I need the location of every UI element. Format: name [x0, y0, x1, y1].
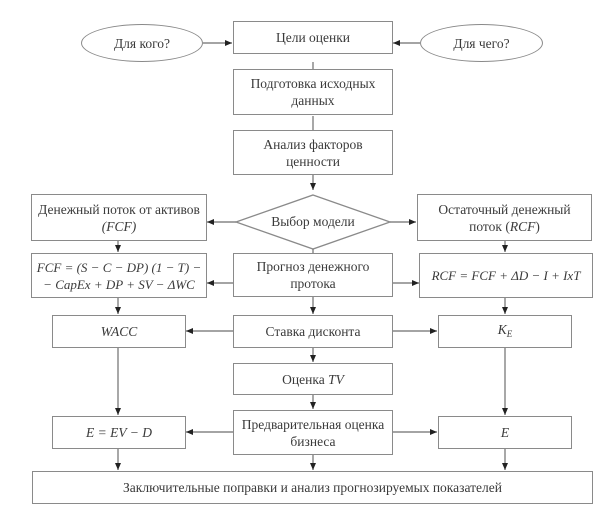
model-choice-label-wrap: Выбор модели	[250, 210, 376, 234]
equity-box: E	[438, 416, 572, 449]
rcf-title-line1: Остаточный денежный	[438, 201, 571, 217]
wacc-box: WACC	[52, 315, 186, 348]
fcf-formula-box: FCF = (S − C − DP) (1 − T) − − CapEx + D…	[31, 253, 207, 298]
forecast-label-line2: протока	[290, 276, 336, 291]
fcf-title-line1: Денежный поток от активов	[38, 201, 200, 217]
factors-label-line2: ценности	[286, 153, 340, 169]
tv-box: Оценка TV	[233, 363, 393, 395]
for-what-ellipse: Для чего?	[420, 24, 543, 62]
for-whom-ellipse: Для кого?	[81, 24, 203, 62]
wacc-label: WACC	[100, 324, 138, 339]
goals-label: Цели оценки	[275, 30, 351, 45]
factors-box: Анализ факторов ценности	[233, 130, 393, 175]
discount-rate-box: Ставка дисконта	[233, 315, 393, 348]
factors-label-line1: Анализ факторов	[263, 136, 363, 152]
rcf-title-box: Остаточный денежный поток (RCF)	[417, 194, 592, 241]
fcf-formula-line2: − CapEx + DP + SV − ΔWC	[43, 276, 195, 292]
prelim-label-line2: бизнеса	[290, 433, 336, 449]
prelim-box: Предварительная оценка бизнеса	[233, 410, 393, 455]
for-whom-label: Для кого?	[113, 35, 171, 51]
rcf-formula-box: RCF = FCF + ΔD − I + IxT	[419, 253, 593, 298]
discount-rate-label: Ставка дисконта	[265, 324, 361, 339]
for-what-label: Для чего?	[453, 35, 510, 51]
prep-label-line1: Подготовка исходных	[250, 76, 376, 91]
tv-label-symbol: TV	[328, 371, 344, 387]
final-box: Заключительные поправки и анализ прогноз…	[32, 471, 593, 504]
rcf-title-line2-symbol: RCF	[509, 218, 536, 234]
ke-subscript: E	[506, 328, 513, 339]
prep-box: Подготовка исходных данных	[233, 69, 393, 115]
ke-box: KE	[438, 315, 572, 348]
goals-box: Цели оценки	[233, 21, 393, 54]
equity-formula-box: E = EV − D	[52, 416, 186, 449]
equity-label: E	[500, 425, 510, 440]
equity-formula-label: E = EV − D	[86, 425, 152, 440]
rcf-title-line2: поток (RCF)	[469, 218, 540, 235]
fcf-formula-line1: FCF = (S − C − DP) (1 − T) −	[36, 259, 202, 275]
fcf-title-box: Денежный поток от активов (FCF)	[31, 194, 207, 241]
ke-label: KE	[498, 321, 513, 343]
forecast-label-line1: Прогноз денежного	[256, 259, 370, 274]
prep-label-line2: данных	[291, 93, 335, 108]
rcf-title-line2-prefix: поток (	[469, 218, 510, 234]
model-choice-label: Выбор модели	[271, 214, 355, 229]
forecast-box: Прогноз денежного протока	[233, 253, 393, 297]
rcf-formula-label: RCF = FCF + ΔD − I + IxT	[431, 268, 581, 283]
tv-label-prefix: Оценка	[282, 371, 329, 387]
rcf-title-line2-suffix: )	[535, 218, 540, 234]
prelim-label-line1: Предварительная оценка	[241, 416, 385, 432]
fcf-title-line2: (FCF)	[101, 218, 137, 234]
final-label: Заключительные поправки и анализ прогноз…	[123, 480, 502, 495]
ke-base: K	[497, 321, 507, 337]
